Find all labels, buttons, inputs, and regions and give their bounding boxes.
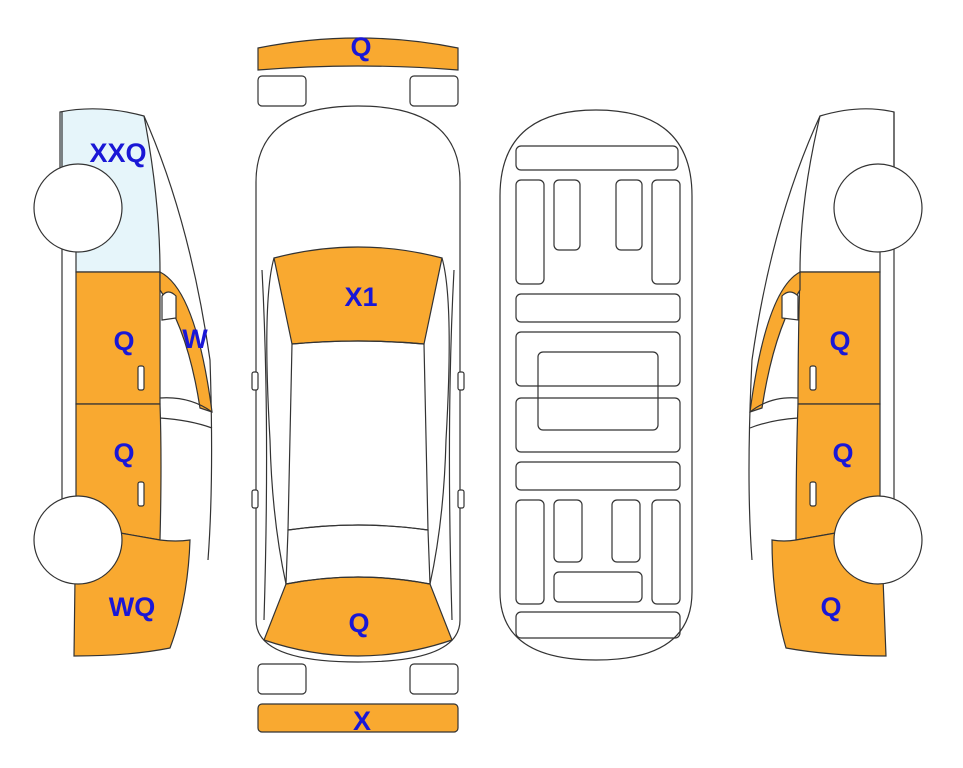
front-left-headlight (257, 75, 307, 107)
rear-bumper-panel[interactable] (257, 703, 459, 733)
top-view-car (251, 105, 465, 663)
left-front-door-label: Q (113, 326, 134, 356)
left-pillar-label: W (182, 324, 208, 354)
front-bumper-panel[interactable] (257, 37, 459, 71)
rear-bumper-label: X (353, 706, 371, 736)
rear-right-taillight (409, 663, 459, 695)
right-rear-door-label: Q (832, 438, 853, 468)
left-rear-door-label: Q (113, 438, 134, 468)
hood-label: X1 (344, 282, 377, 312)
trunk-label: Q (348, 608, 369, 638)
front-bumper-label: Q (350, 32, 371, 62)
right-rear-wheel (833, 495, 923, 585)
right-rear-quarter-label: Q (820, 592, 841, 622)
left-side-car (33, 108, 213, 657)
left-rear-quarter-label: WQ (109, 592, 156, 622)
right-front-wheel (833, 163, 923, 253)
right-side-car (748, 108, 923, 657)
left-windshield-label: XXQ (89, 138, 146, 168)
left-rear-wheel (33, 495, 123, 585)
left-front-wheel (33, 163, 123, 253)
rear-left-taillight (257, 663, 307, 695)
right-front-door-label: Q (829, 326, 850, 356)
front-right-headlight (409, 75, 459, 107)
underbody-view (499, 109, 693, 661)
